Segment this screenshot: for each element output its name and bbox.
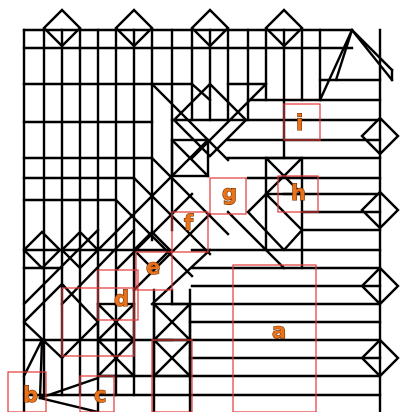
crease-lines — [24, 10, 398, 412]
corner-crease — [320, 30, 352, 100]
label-f: f — [184, 211, 194, 235]
label-i: i — [296, 111, 303, 135]
label-g: g — [222, 181, 237, 205]
corner-crease — [40, 340, 42, 398]
label-c: c — [94, 383, 106, 407]
label-b: b — [23, 383, 38, 407]
label-a: a — [272, 319, 286, 343]
label-e: e — [146, 255, 160, 279]
corner-crease — [352, 30, 392, 80]
label-h: h — [291, 181, 306, 205]
corner-crease — [24, 340, 42, 376]
corner-crease — [40, 398, 98, 412]
corner-crease — [336, 30, 352, 80]
label-d: d — [114, 287, 129, 311]
crease-diagonal — [152, 84, 228, 160]
